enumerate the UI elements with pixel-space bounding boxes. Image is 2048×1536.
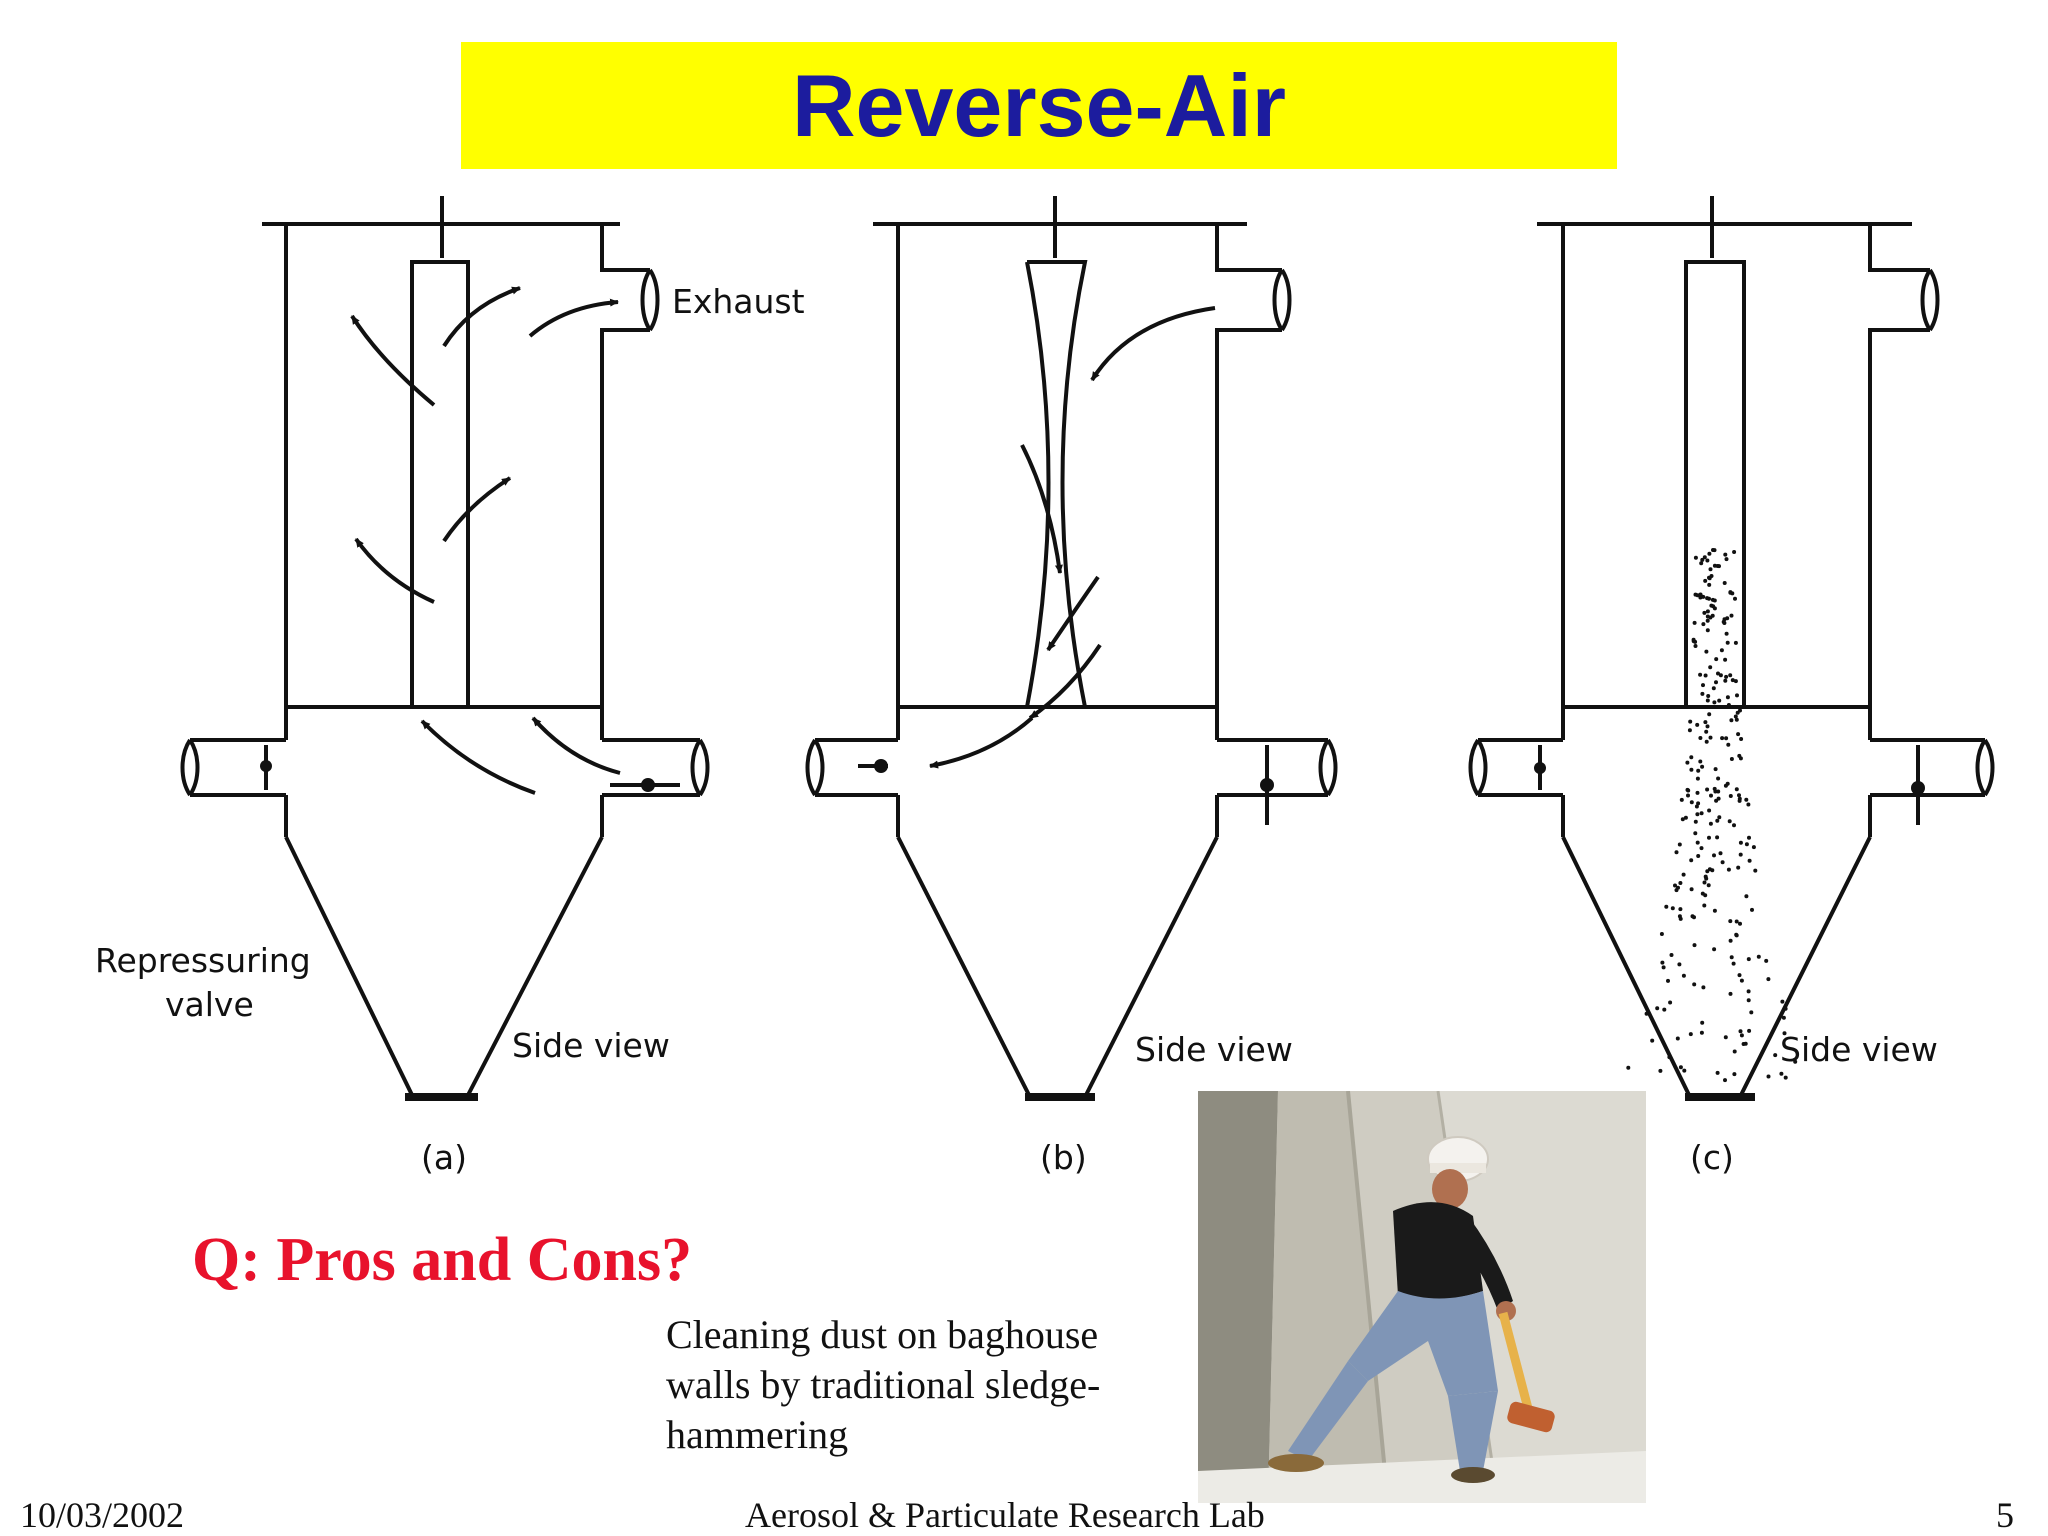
panel-caption-c: (c): [1690, 1138, 1734, 1177]
side-view-label-a: Side view: [512, 1026, 670, 1065]
panel-b-baghouse: [808, 196, 1336, 1097]
sledgehammer-worker-photo: [1198, 1091, 1646, 1503]
panel-c-baghouse: [1471, 196, 1993, 1097]
side-view-label-b: Side view: [1135, 1030, 1293, 1069]
panel-caption-a: (a): [421, 1138, 467, 1177]
repressuring-valve-label-line1: Repressuring: [95, 941, 311, 980]
question-text: Q: Pros and Cons?: [192, 1225, 692, 1296]
exhaust-label: Exhaust: [672, 282, 805, 321]
photo-caption: Cleaning dust on baghouse walls by tradi…: [666, 1310, 1186, 1460]
footer-lab-name: Aerosol & Particulate Research Lab: [745, 1494, 1265, 1536]
panel-caption-b: (b): [1040, 1138, 1087, 1177]
footer-date: 10/03/2002: [20, 1494, 184, 1536]
dust-particles: [1626, 548, 1797, 1082]
side-view-label-c: Side view: [1780, 1030, 1938, 1069]
footer-page-number: 5: [1996, 1494, 2014, 1536]
repressuring-valve-label-line2: valve: [165, 985, 254, 1024]
